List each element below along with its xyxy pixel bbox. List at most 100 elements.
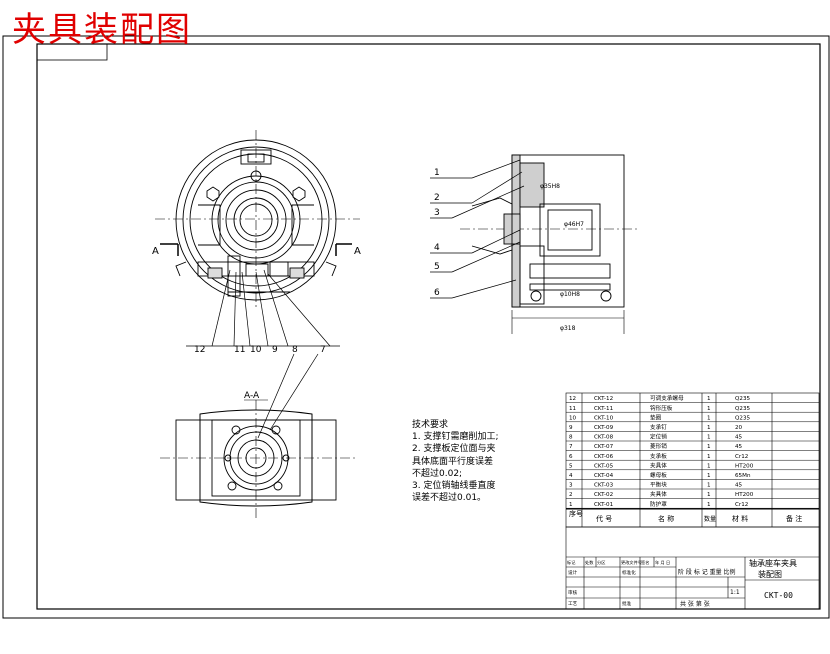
parts-cell-code: CKT-09 [594, 425, 614, 431]
parts-cell-name: 支承板 [650, 452, 667, 460]
callout-8-leader [257, 353, 295, 439]
parts-cell-qty: 1 [707, 406, 711, 412]
callout-12: 12 [194, 345, 205, 355]
section-letter-left: A [152, 246, 159, 257]
stage-row: 阶 段 标 记 重量 比例 [678, 568, 736, 576]
parts-cell-code: CKT-04 [594, 473, 614, 479]
header-remark: 备 注 [786, 514, 802, 523]
outer-border [2, 35, 830, 619]
front-view-callouts [186, 269, 340, 347]
front-view [155, 130, 360, 310]
title-block-frame [565, 526, 820, 610]
parts-cell-qty: 1 [707, 483, 711, 489]
callout-5: 5 [434, 262, 440, 272]
header-code: 代 号 [596, 514, 612, 523]
parts-cell-qty: 1 [707, 415, 711, 421]
parts-cell-name: 菱形销 [650, 442, 667, 450]
section-mark-a-right: A [335, 243, 361, 257]
parts-cell-material: Cr12 [735, 502, 748, 508]
callout-3: 3 [434, 208, 440, 218]
parts-cell-material: 65Mn [735, 473, 751, 479]
notes-line-4: 不超过0.02; [412, 468, 463, 479]
parts-cell-qty: 1 [707, 396, 711, 402]
callout-9: 9 [272, 345, 278, 355]
parts-cell-no: 1 [569, 502, 573, 508]
parts-cell-name: 夹具体 [650, 490, 667, 498]
callout-8: 8 [292, 345, 298, 355]
section-view-label: A-A [244, 391, 260, 401]
parts-cell-material: HT200 [735, 492, 754, 498]
revision-header: 标记 处数 分区 更改文件号 签名 年 月 日 [567, 559, 670, 566]
section-letter-right: A [354, 246, 361, 257]
drawing-name-1: 轴承座车夹具 [749, 558, 797, 568]
parts-cell-no: 11 [569, 406, 577, 412]
parts-cell-name: 钩形压板 [650, 404, 673, 412]
callout-7: 7 [320, 345, 326, 355]
notes-heading: 技术要求 [412, 420, 449, 430]
parts-cell-code: CKT-11 [594, 406, 614, 412]
callout-1: 1 [434, 168, 440, 178]
parts-cell-no: 10 [569, 415, 577, 421]
parts-cell-qty: 1 [707, 463, 711, 469]
rev-count: 处数 [585, 559, 594, 566]
parts-cell-material: Q235 [735, 406, 751, 412]
sign-labels: 设计 标准化 审核 工艺 批准 [568, 569, 636, 607]
section-mark-a-left: A [152, 243, 179, 257]
section-view [160, 400, 356, 520]
sign-process: 工艺 [568, 601, 578, 607]
drawing-code: CKT-00 [764, 591, 793, 600]
callout-6: 6 [434, 288, 440, 298]
parts-cell-no: 9 [569, 425, 573, 431]
parts-cell-material: 45 [735, 483, 743, 489]
drawing-name-2: 装配图 [758, 569, 782, 579]
page-title: 夹具装配图 [12, 10, 192, 50]
callout-11: 11 [234, 345, 245, 355]
header-name: 名 称 [658, 514, 674, 523]
parts-cell-name: 垫圈 [650, 413, 662, 421]
parts-cell-qty: 1 [707, 473, 711, 479]
parts-cell-no: 12 [569, 396, 576, 402]
side-view-callouts [430, 159, 525, 299]
parts-cell-no: 3 [569, 483, 573, 489]
callout-10: 10 [250, 345, 262, 355]
parts-cell-no: 7 [569, 444, 573, 450]
header-no: 序号 [569, 509, 583, 518]
parts-cell-name: 防护罩 [650, 500, 667, 508]
sheet-row: 共 张 第 张 [680, 600, 710, 608]
sign-design: 设计 [568, 569, 578, 576]
header-material: 材 料 [732, 514, 748, 523]
parts-cell-name: 夹具体 [650, 461, 667, 469]
parts-cell-code: CKT-06 [594, 454, 614, 460]
rev-date: 年 月 日 [655, 559, 670, 566]
parts-cell-code: CKT-10 [594, 415, 614, 421]
technical-requirements: 技术要求 1. 支撑钉需磨削加工; 2. 支撑板定位面与夹 具体底面平行度误差 … [412, 419, 552, 504]
parts-cell-code: CKT-08 [594, 435, 614, 441]
parts-cell-material: Cr12 [735, 454, 748, 460]
parts-cell-material: Q235 [735, 415, 751, 421]
parts-cell-no: 8 [569, 435, 573, 441]
dim-label-top: φ35H8 [540, 183, 560, 190]
parts-cell-no: 5 [569, 463, 573, 469]
parts-cell-code: CKT-03 [594, 483, 614, 489]
rev-zone: 分区 [597, 559, 605, 566]
callout-4: 4 [434, 243, 440, 253]
callout-7-leader [269, 353, 319, 431]
parts-cell-code: CKT-12 [594, 396, 613, 402]
header-qty: 数量 [704, 515, 716, 523]
notes-line-5: 3. 定位销轴线垂直度 [412, 481, 496, 492]
parts-cell-material: 45 [735, 435, 743, 441]
parts-cell-qty: 1 [707, 435, 711, 441]
sign-review: 审核 [568, 589, 578, 596]
parts-cell-no: 6 [569, 454, 573, 460]
parts-cell-material: 20 [735, 425, 743, 431]
notes-line-1: 1. 支撑钉需磨削加工; [412, 432, 499, 443]
parts-cell-name: 定位销 [650, 433, 667, 441]
parts-cell-name: 支承钉 [650, 423, 667, 431]
dim-label-overall: φ318 [560, 325, 576, 332]
code-box [36, 43, 108, 61]
callout-2: 2 [434, 193, 440, 203]
parts-cell-code: CKT-02 [594, 492, 613, 498]
parts-cell-code: CKT-05 [594, 463, 614, 469]
